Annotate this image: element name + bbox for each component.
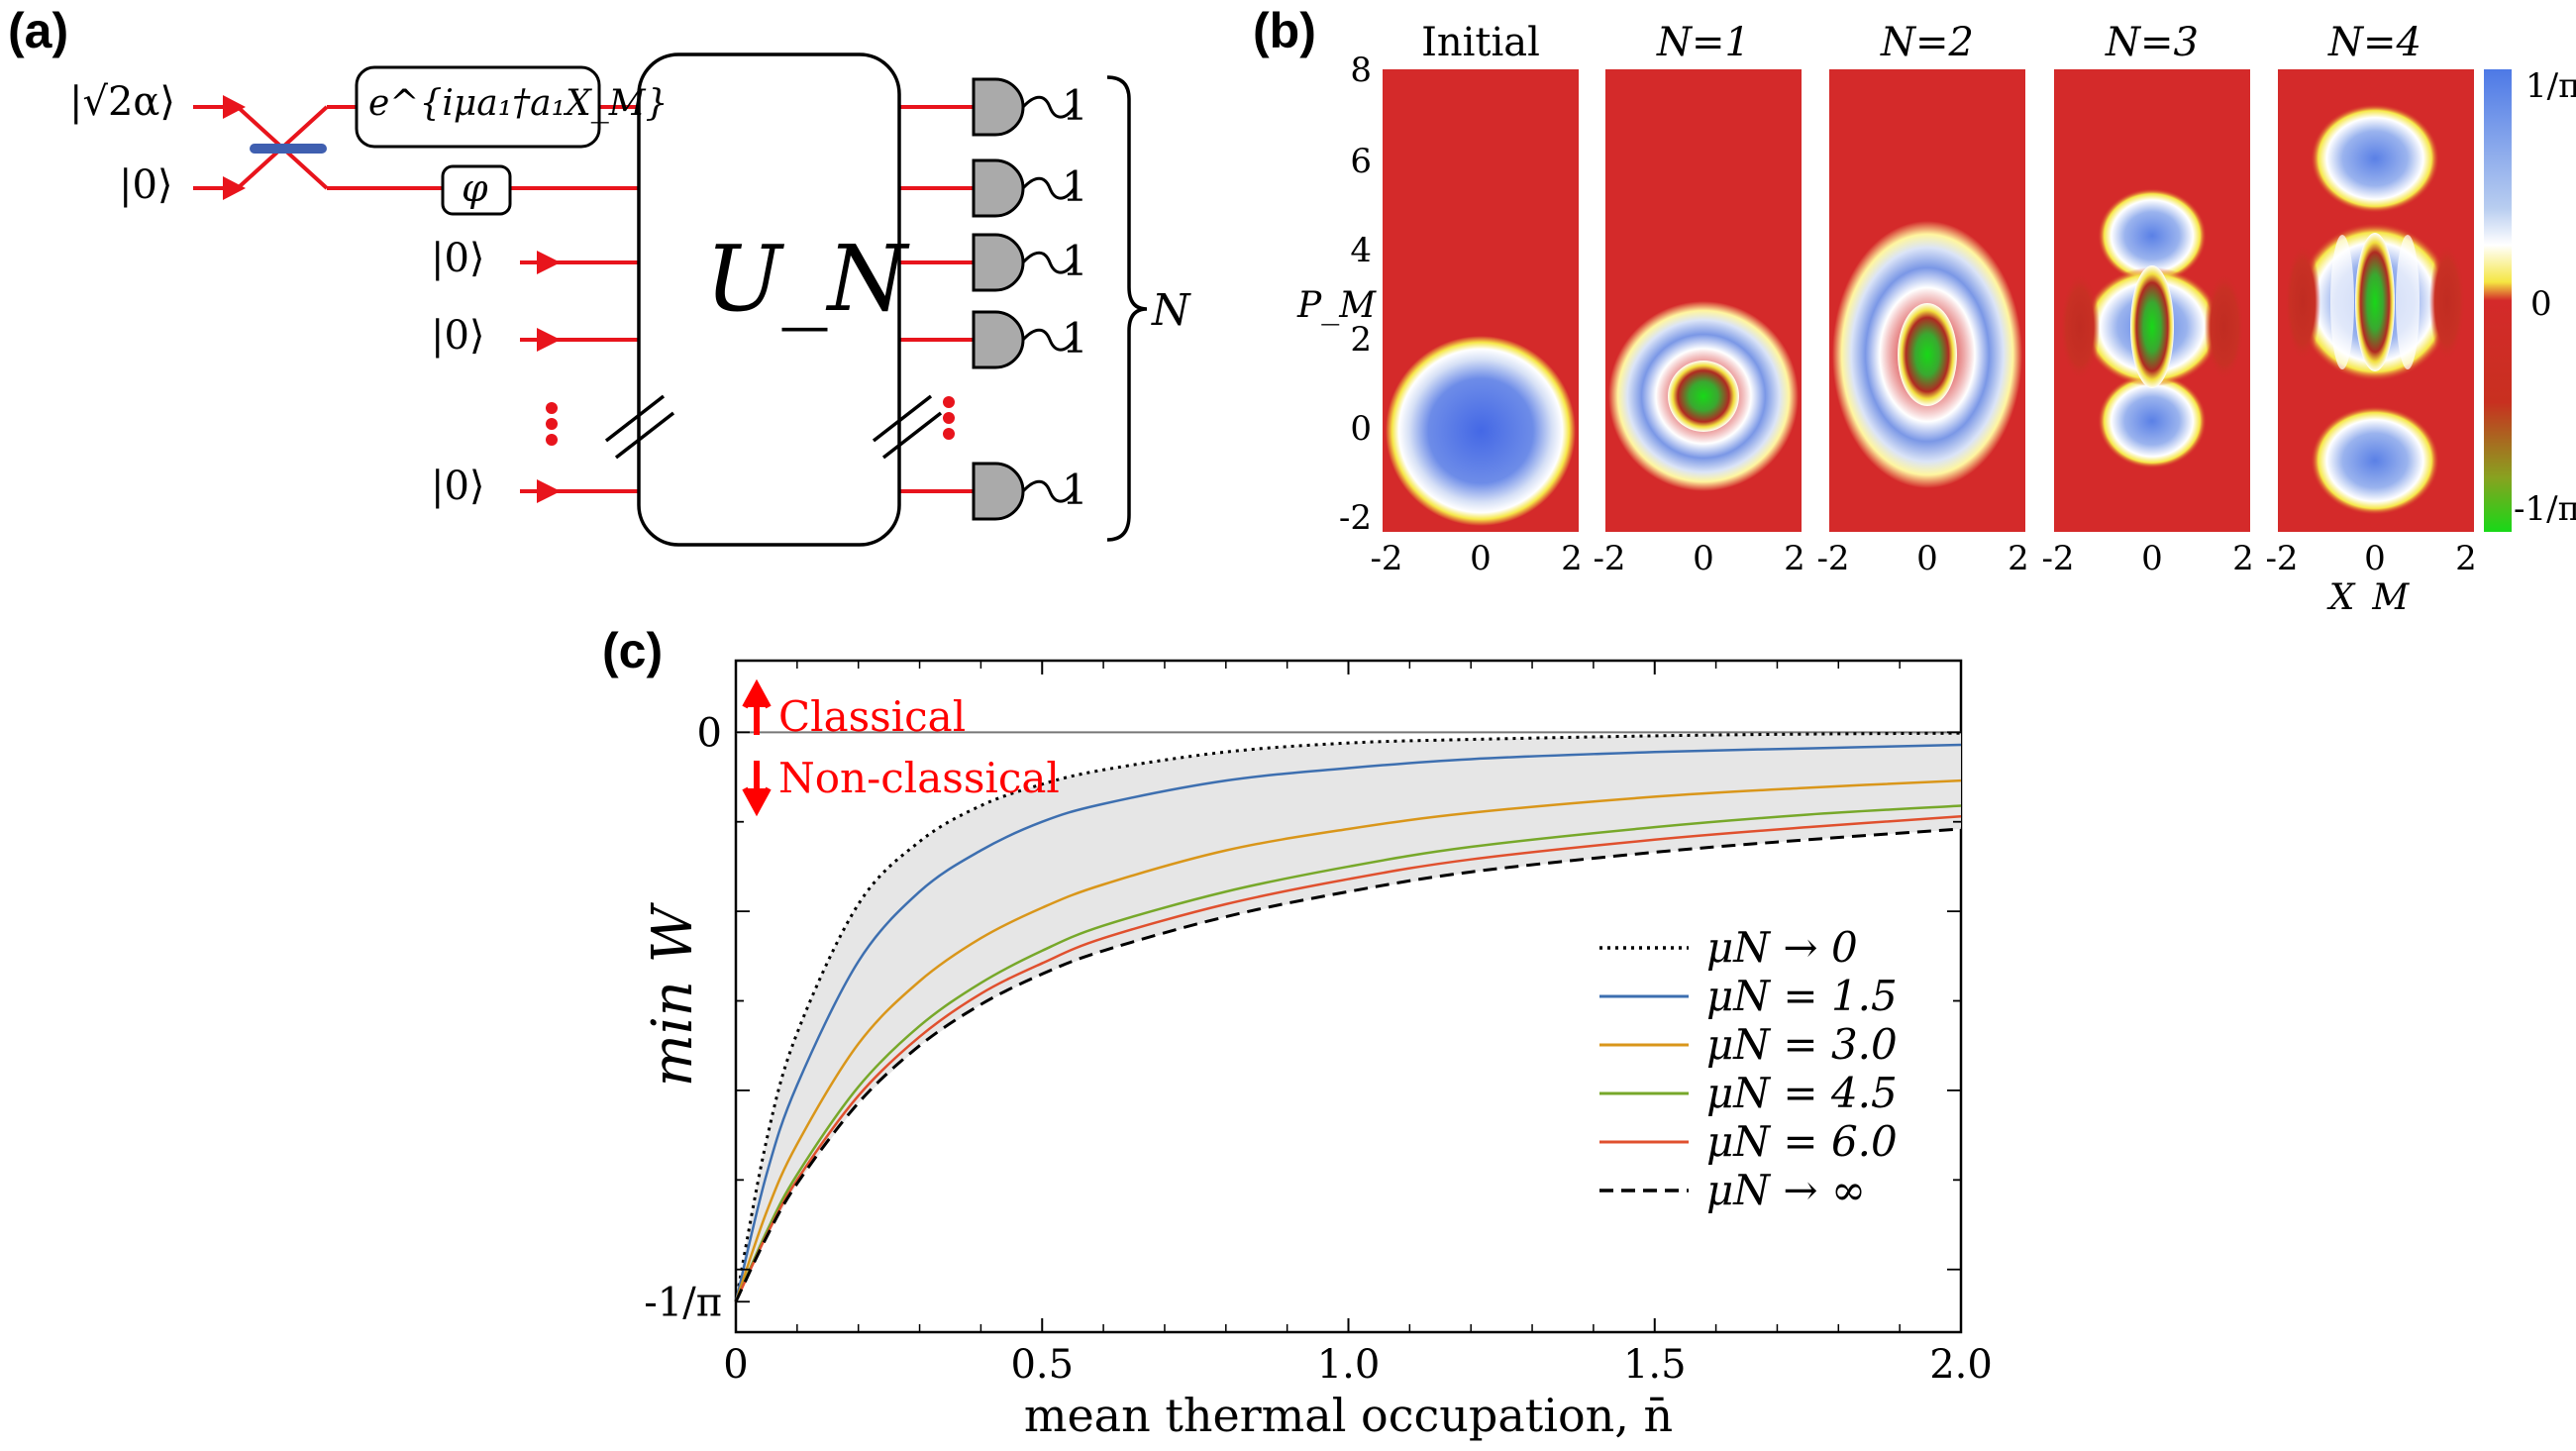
x-tick-label: 2.0 [1929, 1342, 1993, 1388]
input-label-3: |0⟩ [431, 236, 485, 281]
detector-output-1: 1 [1062, 81, 1088, 130]
colorbar-tick-top: 1/π [2525, 66, 2576, 106]
svg-text:2: 2 [2008, 539, 2029, 578]
interaction-gate-label: e^{iμa₁†a₁X_M} [368, 83, 669, 124]
panel-a-circuit [193, 52, 1148, 547]
detector-output-3: 1 [1062, 237, 1088, 285]
detector-5 [972, 462, 1025, 521]
y-axis-label: min W [641, 901, 705, 1087]
detector-output-2: 1 [1062, 162, 1088, 211]
svg-text:0: 0 [1916, 539, 1938, 578]
legend-label-1: μN = 1.5 [1706, 972, 1898, 1020]
unitary-label: U_N [705, 226, 908, 332]
x-axis-label: X_M [2326, 577, 2411, 614]
y-tick-8: 8 [1350, 51, 1372, 90]
shaded-region [736, 733, 1961, 1302]
detector-output-5: 1 [1062, 466, 1088, 514]
classical-annotation: Classical [778, 692, 966, 741]
series-line-2 [734, 778, 1962, 1302]
input-label-2: |0⟩ [119, 162, 173, 208]
wigner-map-n1 [1605, 69, 1802, 532]
phase-gate [441, 164, 512, 216]
svg-text:-2: -2 [2265, 539, 2298, 578]
colorbar [2484, 69, 2512, 532]
y-axis-label: P_M [1296, 285, 1377, 326]
y-tick-0: 0 [1350, 409, 1372, 449]
legend-label-2: μN = 3.0 [1706, 1020, 1898, 1069]
map-title-2: N=2 [1880, 20, 1974, 65]
detector-4 [972, 310, 1025, 369]
wigner-map-n2 [1829, 69, 2025, 532]
phase-gate-label: φ [462, 166, 488, 210]
panel-b-wigner-maps: Initial N=1 N=2 N=3 N=4 [1296, 20, 2576, 614]
svg-text:-2: -2 [1593, 539, 1625, 578]
svg-text:2: 2 [2232, 539, 2254, 578]
legend-label-3: μN = 4.5 [1706, 1069, 1898, 1117]
svg-text:2: 2 [1784, 539, 1805, 578]
nonclassical-annotation: Non-classical [778, 754, 1060, 802]
detector-3 [972, 233, 1025, 292]
brace-label: N [1152, 285, 1190, 336]
x-axis-label: mean thermal occupation, n̄ [1024, 1389, 1673, 1442]
wigner-map-n3 [2054, 69, 2250, 532]
nonclassical-arrow-icon [742, 761, 772, 817]
series-line-5 [734, 827, 1962, 1302]
legend-label-4: μN = 6.0 [1706, 1117, 1898, 1166]
x-tick-label: 0.5 [1010, 1342, 1074, 1388]
detector-2 [972, 158, 1025, 218]
svg-text:0: 0 [2141, 539, 2163, 578]
detector-brace [1106, 75, 1148, 542]
detector-1 [972, 77, 1025, 137]
series-line-4 [734, 815, 1962, 1302]
wigner-map-n4 [2278, 69, 2474, 532]
input-label-5: |0⟩ [431, 464, 485, 509]
svg-text:0: 0 [2364, 539, 2386, 578]
map-title-3: N=3 [2105, 20, 2199, 65]
series-line-3 [734, 804, 1962, 1302]
x-tick-label: 1.0 [1317, 1342, 1381, 1388]
y-tick-label-minus-inv-pi: -1/π [644, 1280, 722, 1325]
x-tick-label: 1.5 [1623, 1342, 1687, 1388]
input-label-4: |0⟩ [431, 313, 485, 359]
y-tick-6: 6 [1350, 142, 1372, 181]
panel-b-label: (b) [1253, 3, 1316, 58]
svg-text:0: 0 [1470, 539, 1492, 578]
map-title-0: Initial [1421, 20, 1540, 65]
y-tick-2: 2 [1350, 320, 1372, 360]
colorbar-tick-mid: 0 [2530, 284, 2552, 324]
wigner-map-initial [1383, 69, 1579, 532]
x-tick-label: 0 [723, 1342, 748, 1388]
y-tick-m2: -2 [1339, 498, 1372, 538]
legend-label-5: μN → ∞ [1706, 1166, 1866, 1214]
y-tick-4: 4 [1350, 231, 1372, 270]
map-title-1: N=1 [1656, 20, 1750, 65]
legend-label-0: μN → 0 [1706, 923, 1858, 972]
svg-text:2: 2 [1561, 539, 1583, 578]
series-line-1 [734, 743, 1962, 1302]
map-title-4: N=4 [2327, 20, 2421, 65]
svg-text:-2: -2 [1816, 539, 1849, 578]
input-label-1: |√2α⟩ [69, 79, 176, 125]
svg-text:-2: -2 [1370, 539, 1402, 578]
interaction-gate [355, 65, 601, 149]
detector-output-4: 1 [1062, 314, 1088, 363]
panel-a-label: (a) [8, 3, 69, 58]
colorbar-tick-bottom: -1/π [2514, 489, 2576, 529]
x-ticks: -2 0 2 -2 0 2 -2 0 2 -2 0 2 -2 0 2 [1370, 539, 2476, 578]
unitary-box [637, 52, 901, 547]
series-line-0 [734, 731, 1962, 1302]
svg-text:-2: -2 [2041, 539, 2074, 578]
y-tick-label-0: 0 [697, 710, 722, 756]
svg-text:2: 2 [2455, 539, 2477, 578]
classical-arrow-icon [742, 678, 772, 735]
panel-c-label: (c) [602, 623, 664, 678]
svg-text:0: 0 [1693, 539, 1714, 578]
